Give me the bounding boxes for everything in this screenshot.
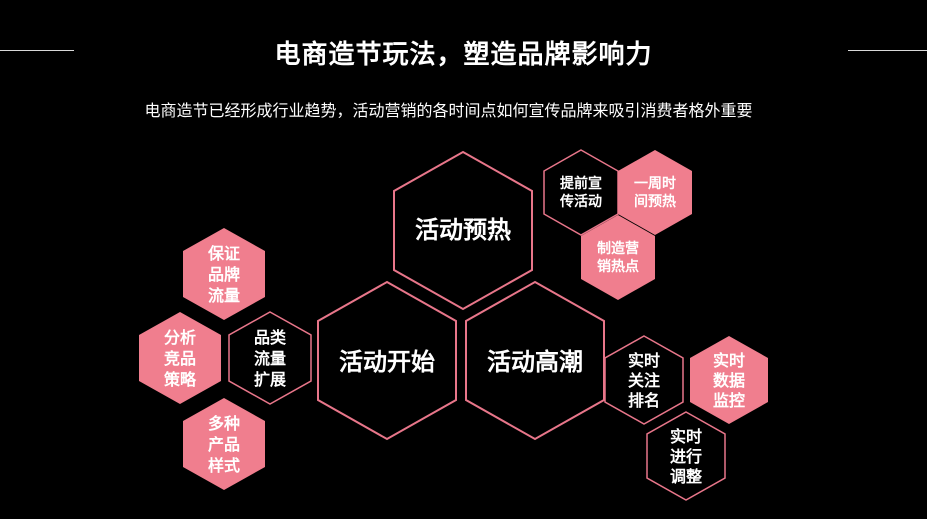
hex-start: 活动开始 <box>317 280 457 441</box>
hex-guarantee-traffic: 保证 品牌 流量 <box>183 228 265 320</box>
hex-monitor-line-2: 数据 <box>713 371 745 390</box>
hex-climax: 活动高潮 <box>465 280 605 441</box>
hex-warmup: 活动预热 <box>393 150 533 311</box>
hex-styles-line-1: 多种 <box>208 414 240 433</box>
hex-early-promo-line-1: 提前宣 <box>560 175 602 192</box>
hex-category-line-2: 流量 <box>254 349 286 368</box>
hex-warmup-label: 活动预热 <box>415 216 511 244</box>
hex-week-warm: 一周时 间预热 <box>618 150 692 235</box>
hex-start-label: 活动开始 <box>339 348 435 376</box>
hex-early-promo-line-2: 传活动 <box>559 193 602 210</box>
left-divider-line <box>0 50 74 51</box>
hex-analyze-strategy: 分析 竞品 策略 <box>139 312 221 404</box>
hex-guarantee-line-2: 品牌 <box>208 265 240 284</box>
hex-category-line-1: 品类 <box>254 328 287 347</box>
right-divider-line <box>848 50 927 51</box>
hex-adjust-line-3: 调整 <box>670 467 702 486</box>
hex-guarantee-line-1: 保证 <box>207 244 240 263</box>
hex-early-promo: 提前宣 传活动 <box>543 149 619 236</box>
hex-rank-line-1: 实时 <box>628 351 660 370</box>
hex-analyze-line-2: 竞品 <box>164 349 196 368</box>
hex-rank-line-2: 关注 <box>628 371 660 390</box>
hex-hot-topic-line-1: 制造营 <box>597 240 639 257</box>
hex-analyze-line-3: 策略 <box>163 370 197 389</box>
hex-styles-line-2: 产品 <box>208 435 240 454</box>
hex-hot-topic-line-2: 销热点 <box>597 258 639 275</box>
hex-guarantee-line-3: 流量 <box>208 286 240 305</box>
hex-climax-label: 活动高潮 <box>487 348 583 376</box>
hex-category-expand: 品类 流量 扩展 <box>228 311 312 405</box>
hex-styles-line-3: 样式 <box>208 456 240 475</box>
hex-realtime-rank: 实时 关注 排名 <box>604 335 684 425</box>
hex-hot-topic: 制造营 销热点 <box>581 215 655 300</box>
hex-analyze-line-1: 分析 <box>164 328 196 347</box>
hex-adjust-line-2: 进行 <box>670 447 702 466</box>
hex-realtime-monitor: 实时 数据 监控 <box>690 336 768 424</box>
hex-monitor-line-1: 实时 <box>713 351 745 370</box>
page-subtitle: 电商造节已经形成行业趋势，活动营销的各时间点如何宣传品牌来吸引消费者格外重要 <box>144 101 753 120</box>
hex-week-warm-line-2: 间预热 <box>634 193 676 210</box>
hex-week-warm-line-1: 一周时 <box>634 175 676 192</box>
page-title: 电商造节玩法，塑造品牌影响力 <box>274 40 653 70</box>
hex-realtime-adjust: 实时 进行 调整 <box>646 411 726 501</box>
hex-rank-line-3: 排名 <box>628 391 660 410</box>
hex-monitor-line-3: 监控 <box>713 391 745 410</box>
hex-adjust-line-1: 实时 <box>670 427 702 446</box>
hex-category-line-3: 扩展 <box>254 370 287 389</box>
hex-product-styles: 多种 产品 样式 <box>183 398 265 490</box>
